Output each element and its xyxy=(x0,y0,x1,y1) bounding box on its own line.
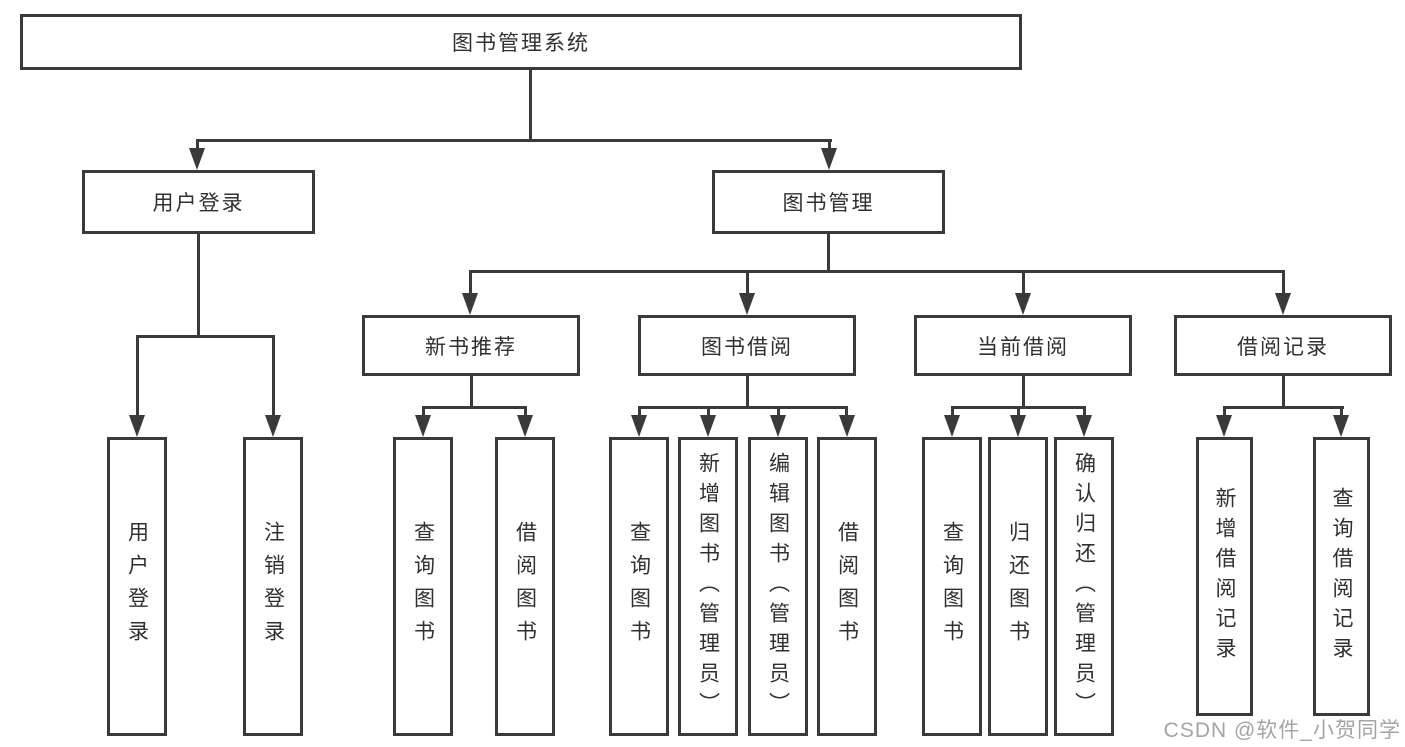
connector-line xyxy=(136,335,139,415)
leaf-label: 归还图书 xyxy=(1006,520,1030,653)
arrowhead-icon xyxy=(770,415,786,437)
connector-line xyxy=(1340,406,1343,415)
connector-line xyxy=(1022,270,1025,293)
connector-line xyxy=(422,406,526,409)
leaf-logout: 注销登录 xyxy=(243,437,303,736)
leaf-nb-query-books: 查询图书 xyxy=(393,437,453,736)
connector-line xyxy=(1022,375,1025,406)
connector-line xyxy=(524,406,527,415)
arrowhead-icon xyxy=(1333,415,1349,437)
connector-line xyxy=(746,270,749,293)
leaf-label: 借阅图书 xyxy=(835,520,859,653)
arrowhead-icon xyxy=(821,148,837,170)
leaf-label: 查询图书 xyxy=(627,520,651,653)
node-user-login: 用户登录 xyxy=(82,170,315,234)
leaf-label: 借阅图书 xyxy=(513,520,537,653)
node-root: 图书管理系统 xyxy=(20,14,1022,70)
connector-line xyxy=(470,375,473,406)
leaf-bb-edit-books-admin: 编辑图书（管理员） xyxy=(748,437,808,736)
arrowhead-icon xyxy=(839,415,855,437)
leaf-br-add-record: 新增借阅记录 xyxy=(1196,437,1253,716)
leaf-label: 查询图书 xyxy=(940,520,964,653)
leaf-label: 编辑图书（管理员） xyxy=(766,451,790,722)
connector-line xyxy=(827,233,830,270)
connector-line xyxy=(1223,406,1226,415)
leaf-nb-borrow-books: 借阅图书 xyxy=(495,437,555,736)
connector-line xyxy=(638,406,641,415)
arrowhead-icon xyxy=(1015,293,1031,315)
leaf-label: 新增图书（管理员） xyxy=(696,451,720,722)
arrowhead-icon xyxy=(1076,415,1092,437)
node-label: 图书管理系统 xyxy=(452,32,590,55)
connector-line xyxy=(1282,375,1285,406)
connector-line xyxy=(777,406,780,415)
leaf-bb-query-books: 查询图书 xyxy=(609,437,669,736)
arrowhead-icon xyxy=(129,415,145,437)
node-label: 图书借阅 xyxy=(701,335,793,359)
leaf-label: 确认归还（管理员） xyxy=(1072,451,1096,722)
leaf-cb-confirm-return-admin: 确认归还（管理员） xyxy=(1054,437,1114,736)
connector-line xyxy=(1223,406,1344,409)
leaf-label: 注销登录 xyxy=(261,520,285,653)
connector-line xyxy=(422,406,425,415)
arrowhead-icon xyxy=(739,293,755,315)
arrowhead-icon xyxy=(1216,415,1232,437)
leaf-bb-borrow-books: 借阅图书 xyxy=(817,437,877,736)
connector-line xyxy=(469,270,1285,273)
node-label: 当前借阅 xyxy=(977,335,1069,359)
leaf-br-query-record: 查询借阅记录 xyxy=(1313,437,1370,716)
node-label: 图书管理 xyxy=(782,192,875,215)
connector-line xyxy=(828,139,831,148)
watermark: CSDN @软件_小贺同学 xyxy=(1163,719,1401,742)
leaf-bb-add-books-admin: 新增图书（管理员） xyxy=(678,437,738,736)
node-book-management: 图书管理 xyxy=(712,170,945,234)
leaf-cb-query-books: 查询图书 xyxy=(922,437,982,736)
connector-line xyxy=(469,270,472,293)
connector-line xyxy=(196,139,199,148)
connector-line xyxy=(197,233,200,335)
arrowhead-icon xyxy=(700,415,716,437)
connector-line xyxy=(1017,406,1020,415)
arrowhead-icon xyxy=(517,415,533,437)
connector-line xyxy=(707,406,710,415)
connector-line xyxy=(951,406,954,415)
arrowhead-icon xyxy=(462,293,478,315)
arrowhead-icon xyxy=(1275,293,1291,315)
connector-line xyxy=(1083,406,1086,415)
arrowhead-icon xyxy=(189,148,205,170)
node-current-borrowing: 当前借阅 xyxy=(914,315,1132,376)
node-book-borrowing: 图书借阅 xyxy=(638,315,856,376)
arrowhead-icon xyxy=(631,415,647,437)
connector-line xyxy=(638,406,848,409)
node-label: 新书推荐 xyxy=(425,335,517,359)
connector-line xyxy=(746,375,749,406)
arrowhead-icon xyxy=(1010,415,1026,437)
node-label: 用户登录 xyxy=(152,192,245,215)
leaf-user-login: 用户登录 xyxy=(107,437,167,736)
node-label: 借阅记录 xyxy=(1237,335,1329,359)
connector-line xyxy=(845,406,848,415)
leaf-cb-return-books: 归还图书 xyxy=(988,437,1048,736)
connector-line xyxy=(1282,270,1285,293)
leaf-label: 查询借阅记录 xyxy=(1330,486,1353,667)
arrowhead-icon xyxy=(944,415,960,437)
node-borrowing-records: 借阅记录 xyxy=(1174,315,1392,376)
connector-line xyxy=(196,139,832,142)
connector-line xyxy=(529,69,532,139)
node-new-book-recommend: 新书推荐 xyxy=(362,315,580,376)
connector-line xyxy=(136,335,275,338)
arrowhead-icon xyxy=(265,415,281,437)
leaf-label: 新增借阅记录 xyxy=(1213,486,1236,667)
arrowhead-icon xyxy=(415,415,431,437)
leaf-label: 用户登录 xyxy=(125,520,149,653)
leaf-label: 查询图书 xyxy=(411,520,435,653)
connector-line xyxy=(272,335,275,415)
